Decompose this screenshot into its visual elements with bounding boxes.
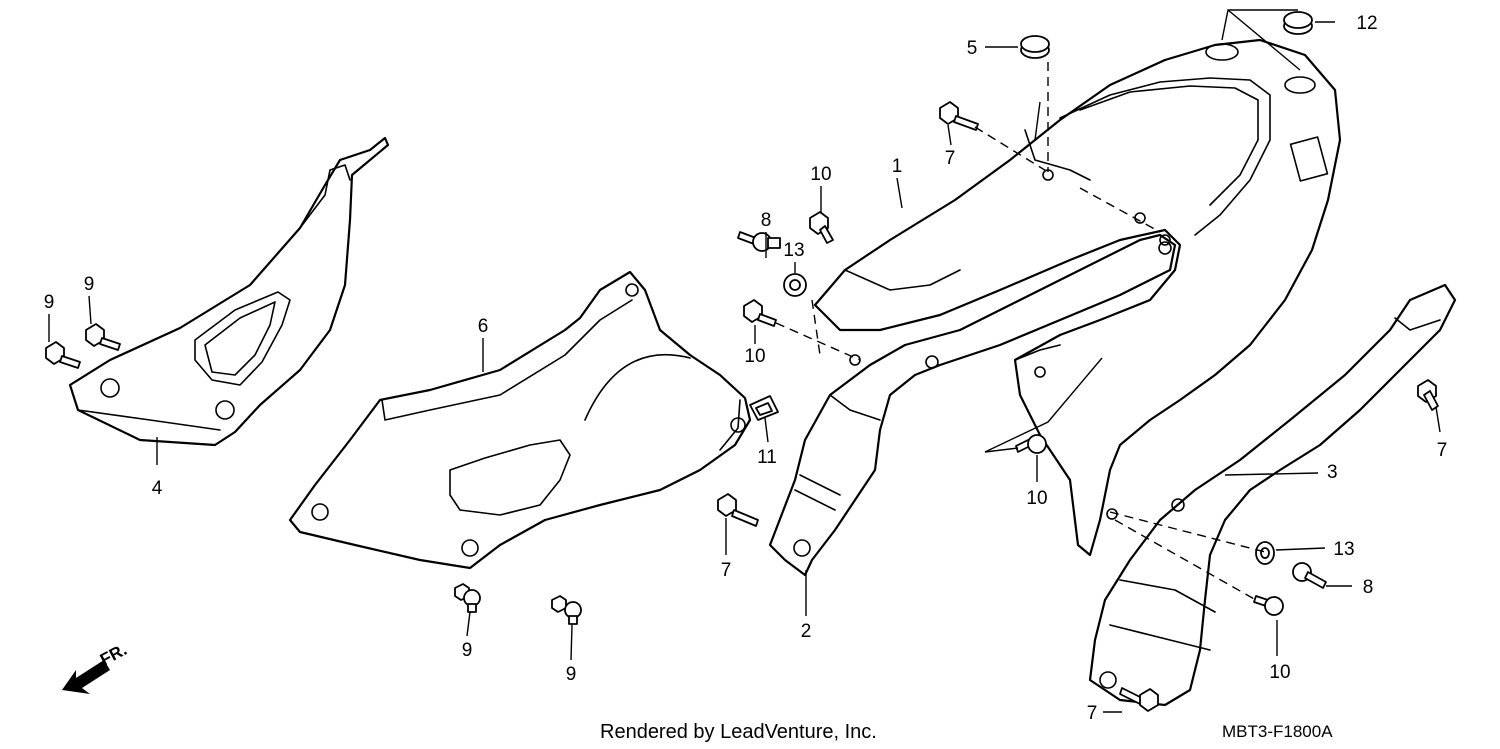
screw-9-d-icon xyxy=(551,595,582,625)
screw-9-b-icon xyxy=(85,323,121,351)
part-3-right-rail xyxy=(1088,283,1457,707)
bolt-7-right-icon xyxy=(1417,379,1439,411)
callout-9-a: 9 xyxy=(44,292,55,313)
callout-10-top: 10 xyxy=(810,164,831,185)
bolt-7-bottom-icon xyxy=(1119,687,1159,712)
part-2-left-inner-rail xyxy=(768,233,1177,577)
callout-1: 1 xyxy=(892,156,903,177)
part-4-left-side-cover xyxy=(68,136,390,447)
collar-13-bottom-icon xyxy=(1255,541,1275,565)
callout-10-bottom: 10 xyxy=(1269,662,1290,683)
hardware xyxy=(45,11,1439,712)
callout-13-bottom: 13 xyxy=(1333,539,1354,560)
callout-8-bottom: 8 xyxy=(1363,577,1374,598)
bolt-8-top-icon xyxy=(737,231,781,252)
screw-10-center-icon xyxy=(1015,434,1047,454)
leader-lines xyxy=(48,9,1441,713)
screw-10-bottom-icon xyxy=(1253,595,1284,616)
alignment-lines xyxy=(775,62,1266,601)
callout-4: 4 xyxy=(152,478,163,499)
collar-13-top-icon xyxy=(783,273,807,297)
callout-10-center: 10 xyxy=(1026,488,1047,509)
callout-2: 2 xyxy=(801,621,812,642)
callout-11: 11 xyxy=(757,447,777,468)
callout-8-top: 8 xyxy=(761,210,772,231)
callout-3: 3 xyxy=(1327,462,1338,483)
callout-7-right: 7 xyxy=(1437,440,1448,461)
callout-12: 12 xyxy=(1356,13,1377,34)
screw-9-a-icon xyxy=(45,341,81,369)
clip-11-icon xyxy=(749,395,779,421)
front-direction-arrow-icon: FR. xyxy=(62,640,130,694)
credit-text: Rendered by LeadVenture, Inc. xyxy=(600,721,877,743)
grommet-12-icon xyxy=(1283,11,1313,35)
screw-9-c-icon xyxy=(454,583,481,613)
callout-6: 6 xyxy=(478,316,489,337)
grommet-5-icon xyxy=(1020,35,1050,59)
bolt-7-top-icon xyxy=(939,101,979,131)
callout-13-top: 13 xyxy=(783,240,804,261)
diagram-code: MBT3-F1800A xyxy=(1222,722,1333,741)
part-1-rear-cowl xyxy=(813,38,1342,557)
bolt-7-center-icon xyxy=(717,493,759,527)
callout-7-center: 7 xyxy=(721,560,732,581)
bolt-8-bottom-icon xyxy=(1292,562,1327,589)
callout-9-d: 9 xyxy=(566,664,577,685)
part-6-center-side-cover xyxy=(288,270,752,570)
callout-5: 5 xyxy=(967,38,978,59)
screw-10-top-icon xyxy=(809,211,834,244)
callout-9-b: 9 xyxy=(84,274,95,295)
callout-10-left: 10 xyxy=(744,346,765,367)
callout-7-bottom: 7 xyxy=(1087,703,1098,724)
callout-labels: 1 2 3 4 5 6 7 7 7 7 8 8 9 9 9 9 10 10 10… xyxy=(44,13,1448,724)
callout-9-c: 9 xyxy=(462,640,473,661)
screw-10-left-icon xyxy=(743,299,777,327)
callout-7-top: 7 xyxy=(945,148,956,169)
